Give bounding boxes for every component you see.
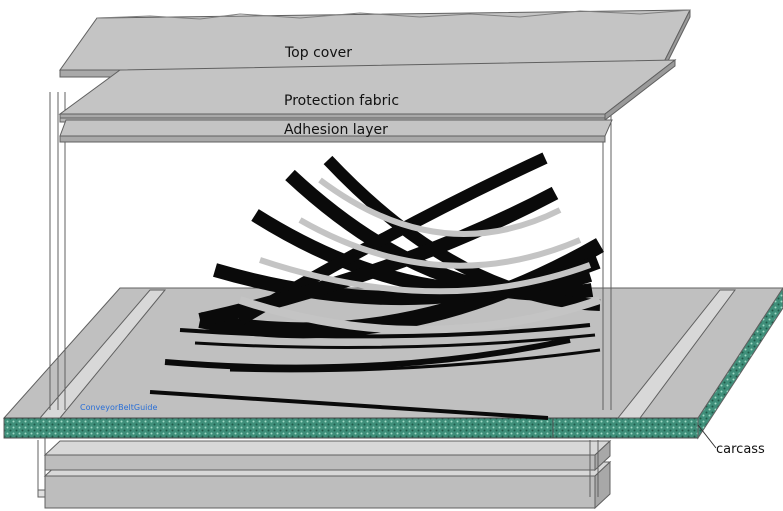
top-cover-label: Top cover	[285, 45, 352, 61]
breaker-cord	[149, 390, 549, 420]
carcass-label: carcass	[716, 442, 765, 457]
breaker-cord	[251, 209, 593, 298]
protection-fabric-label: Protection fabric	[284, 93, 400, 109]
protection-fabric-layer	[58, 58, 677, 122]
watermark-text: ConveyorBeltGuide	[80, 403, 158, 412]
breaker-cord	[164, 337, 571, 371]
breaker-cords	[149, 152, 604, 420]
breaker-cord	[229, 348, 601, 373]
frame-posts	[49, 92, 612, 410]
breaker-cord	[259, 257, 592, 295]
bottom-layer-stack	[37, 438, 612, 510]
adhesion-layer-label: Adhesion layer	[284, 122, 388, 138]
breaker-cord	[179, 323, 591, 339]
adhesion-layer	[59, 117, 613, 143]
breaker-cord	[298, 217, 582, 269]
breaker-cord	[318, 177, 562, 237]
breaker-cord	[194, 333, 596, 349]
breaker-cord	[238, 296, 602, 334]
carcass-slab	[2, 287, 783, 440]
